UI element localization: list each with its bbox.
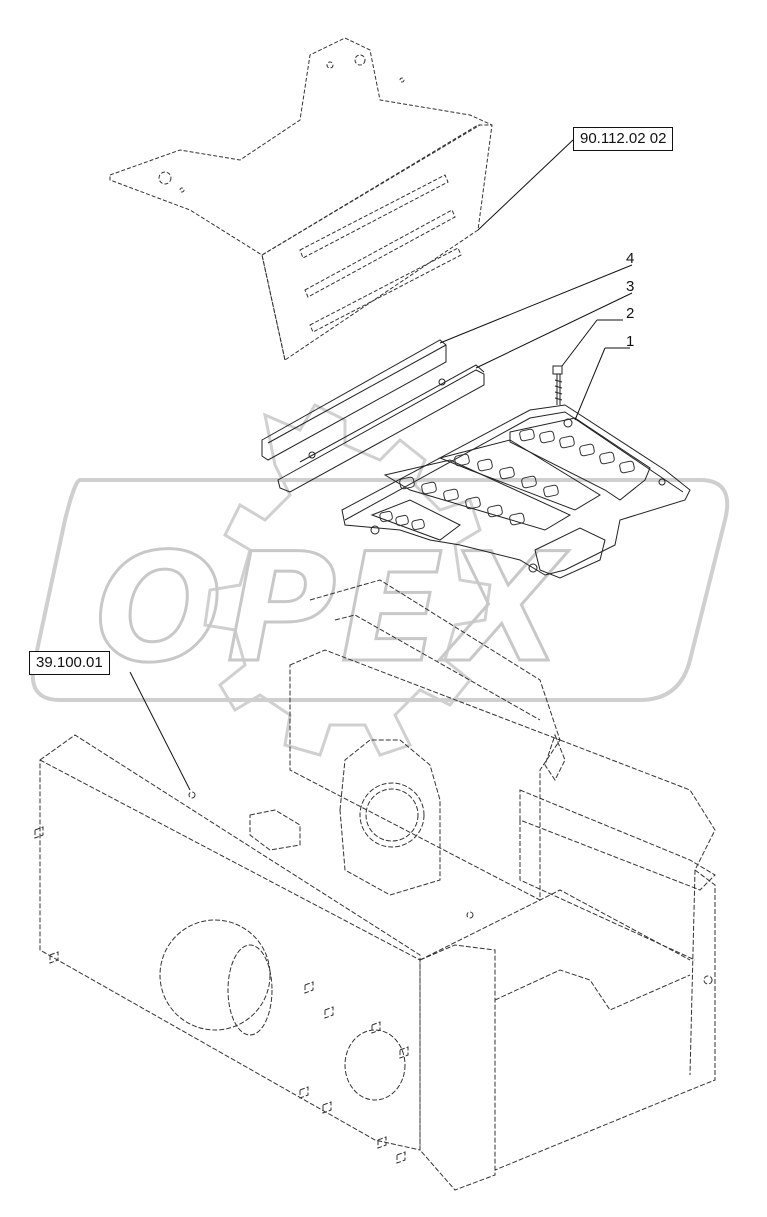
angle-part-3: [277, 364, 485, 493]
callout-label-2: 2: [626, 305, 635, 322]
lower-chassis-frame: [34, 579, 716, 1191]
reference-box-upper-bracket: 90.112.02 02: [573, 127, 674, 151]
floor-mat-part-1: [341, 404, 691, 579]
callout-label-3: 3: [626, 278, 635, 295]
upper-bracket-plate: [109, 37, 493, 361]
opex-watermark: OPEX: [30, 403, 730, 757]
strip-part-4: [261, 339, 447, 461]
reference-box-chassis-frame: 39.100.01: [29, 651, 110, 675]
screw-part-2: [552, 365, 563, 405]
callout-label-4: 4: [626, 250, 635, 267]
watermark-text: OPEX: [95, 522, 569, 696]
leader-lines: [129, 139, 633, 791]
callout-label-1: 1: [626, 333, 635, 350]
